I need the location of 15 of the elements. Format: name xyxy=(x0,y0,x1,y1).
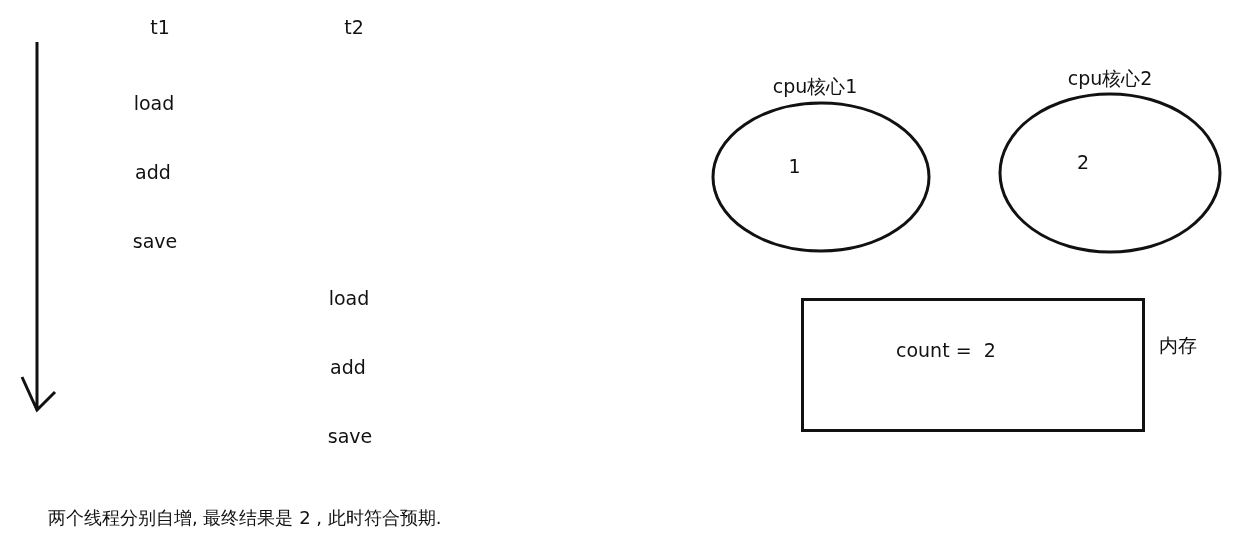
step-label: load xyxy=(133,92,175,114)
core-number: 2 xyxy=(1077,150,1090,173)
core-label: cpu核心2 xyxy=(1067,66,1153,91)
thread-name: t1 xyxy=(150,16,170,38)
core-number: 1 xyxy=(788,155,801,178)
core-label: cpu核心1 xyxy=(772,74,858,99)
step-label: load xyxy=(328,287,370,309)
thread-name: t2 xyxy=(344,16,364,38)
step-label: save xyxy=(327,425,373,447)
step-label: save xyxy=(132,230,178,252)
caption: 两个线程分别自增, 最终结果是 2 , 此时符合预期. xyxy=(48,506,442,530)
step-label: add xyxy=(330,356,366,378)
memory-label: 内存 xyxy=(1159,333,1197,358)
step-label: add xyxy=(135,161,171,183)
memory-box: count = 2 xyxy=(801,298,1145,432)
